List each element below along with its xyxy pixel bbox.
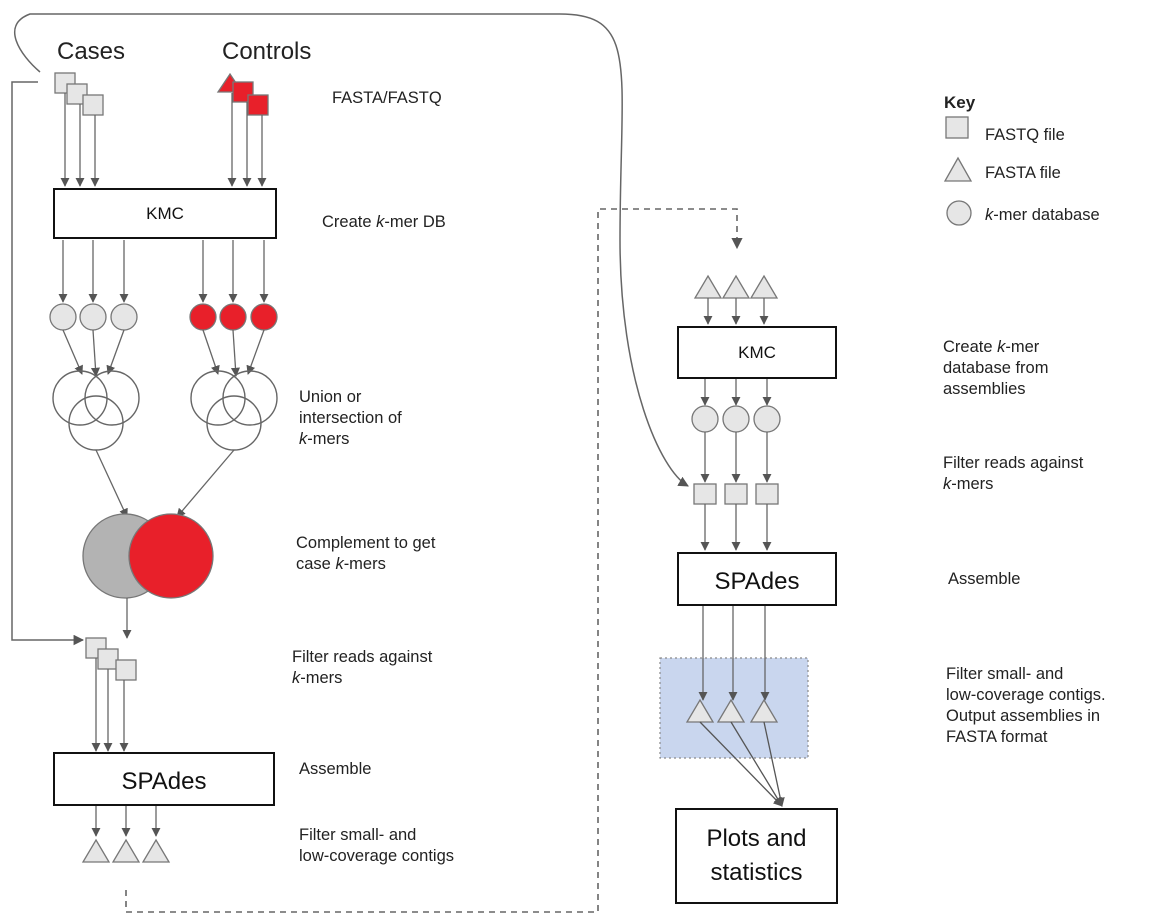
case-venn-diagram (52, 370, 140, 451)
plots-line-2: statistics (710, 859, 803, 886)
assemble-right-label: Assemble (948, 570, 1021, 588)
kmc-to-db-arrows (58, 240, 269, 303)
spades-to-contigs-left-arrows (91, 806, 161, 837)
left-loop-arrow (11, 81, 85, 646)
create-db-right-label: Create k-mer database from assemblies (943, 338, 1049, 398)
assembly-kmer-db-circles (691, 405, 781, 433)
control-fasta-fastq-files (216, 72, 269, 116)
key-kmer-label: k-mer database (985, 206, 1100, 224)
plots-box: Plots and statistics (675, 808, 838, 904)
spades-box-left: SPAdes (53, 752, 275, 806)
filter-reads-left-label: Filter reads against k-mers (292, 648, 433, 687)
reads-to-spades-left-arrows (91, 658, 129, 752)
filter-small-left-label: Filter small- and low-coverage contigs (299, 826, 454, 865)
complement-venn (82, 513, 214, 599)
kmc-box-right: KMC (677, 326, 837, 379)
venn-to-complement-arrows (95, 449, 235, 518)
union-label: Union or intersection of k-mers (299, 388, 402, 448)
dashed-connector (125, 208, 743, 913)
plots-line-1: Plots and (706, 825, 807, 852)
feedback-curve-arrow (14, 13, 689, 487)
kmc-right-to-db-arrows (700, 379, 772, 406)
case-fastq-files (54, 72, 104, 116)
filtered-reads-right (693, 483, 779, 505)
key-fastq-label: FASTQ file (985, 126, 1065, 144)
reads-to-spades-right-arrows (700, 504, 772, 551)
key-fasta-label: FASTA file (985, 164, 1061, 182)
kmc-box-left: KMC (53, 188, 277, 239)
db-to-reads-right-arrows (700, 432, 772, 483)
create-kmer-db-label: Create k-mer DB (322, 213, 446, 231)
assembly-fasta-files (693, 274, 779, 299)
db-to-venn-arrows (62, 329, 265, 377)
filter-small-right-label: Filter small- and low-coverage contigs. … (946, 665, 1106, 746)
assemble-left-label: Assemble (299, 760, 372, 778)
key-title: Key (944, 93, 976, 112)
control-venn-diagram (190, 370, 278, 451)
contigs-left (81, 838, 171, 863)
fasta-fastq-label: FASTA/FASTQ (332, 89, 442, 107)
complement-label: Complement to get case k-mers (296, 534, 436, 573)
case-kmer-db-circles (49, 303, 138, 331)
cases-header: Cases (57, 38, 126, 65)
spades-box-right: SPAdes (677, 552, 837, 606)
contigs-to-plots-arrows (699, 721, 785, 807)
control-kmer-db-circles (189, 303, 278, 331)
contigs-right (685, 698, 779, 723)
key-kmer-db-icon (946, 200, 972, 226)
key-fasta-icon (943, 156, 973, 182)
filter-reads-right-label: Filter reads against k-mers (943, 454, 1084, 493)
filtered-reads-left (85, 637, 137, 681)
key-fastq-icon (945, 116, 969, 139)
controls-header: Controls (222, 38, 312, 65)
assemblies-to-kmc-arrows (703, 298, 769, 325)
spades-right-to-contigs-arrows (698, 606, 770, 701)
input-to-kmc-arrows (60, 93, 267, 187)
